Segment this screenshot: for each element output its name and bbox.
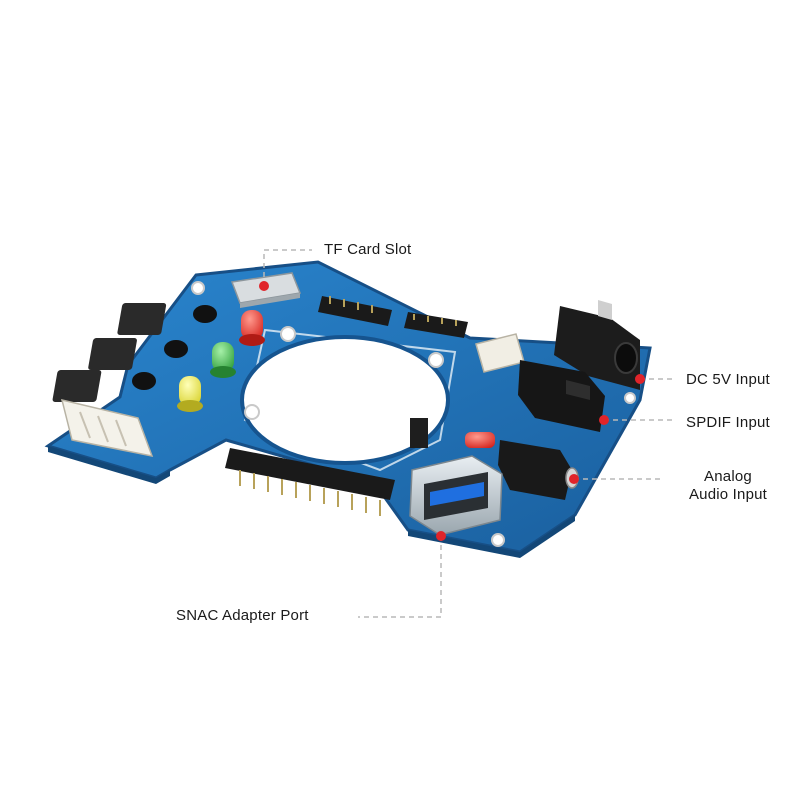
marker-dot xyxy=(599,415,609,425)
pin-header xyxy=(225,296,468,516)
center-cutout xyxy=(240,335,450,465)
analog-label-line1: Analog xyxy=(704,468,752,485)
marker-dot xyxy=(635,374,645,384)
marker-dot xyxy=(259,281,269,291)
red-led xyxy=(465,432,495,448)
jumper xyxy=(410,418,428,448)
push-button xyxy=(52,370,156,402)
snac-adapter-port-label: SNAC Adapter Port xyxy=(176,607,309,624)
yellow-led xyxy=(177,376,203,412)
callout-markers xyxy=(259,281,645,541)
tactile-buttons xyxy=(52,303,217,402)
analog-audio-input-label: Analog Audio Input xyxy=(672,468,784,504)
green-led xyxy=(210,342,236,378)
marker-dot xyxy=(569,474,579,484)
spdif-input-label: SPDIF Input xyxy=(686,414,770,431)
push-button xyxy=(88,338,188,370)
push-button xyxy=(117,303,217,335)
spdif-jack xyxy=(518,360,605,432)
leader-lines xyxy=(263,249,676,618)
analog-label-line2: Audio Input xyxy=(688,486,768,503)
usb-port xyxy=(409,455,503,536)
status-leds xyxy=(177,310,495,448)
red-led xyxy=(239,310,265,346)
dc-input-label: DC 5V Input xyxy=(686,371,770,388)
dc-jack xyxy=(554,300,640,390)
marker-dot xyxy=(436,531,446,541)
tf-card-slot-label: TF Card Slot xyxy=(324,241,412,258)
jst-connector xyxy=(60,398,154,457)
